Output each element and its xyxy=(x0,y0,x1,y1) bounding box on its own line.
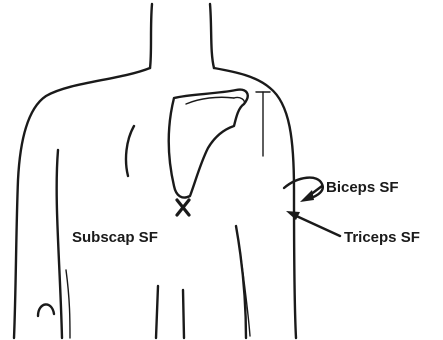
scapula-spine xyxy=(186,97,234,104)
scapula xyxy=(169,90,248,198)
triceps-arrow-line xyxy=(292,214,340,236)
subscap-marker xyxy=(177,200,189,215)
head-outline xyxy=(150,4,152,68)
triceps-label: Triceps SF xyxy=(344,229,420,246)
left-shoulder-outline xyxy=(14,68,150,338)
left-scapula-line xyxy=(126,126,134,176)
right-shoulder-outline xyxy=(214,68,296,338)
left-arm-line xyxy=(57,150,62,338)
hand-hook xyxy=(38,304,54,316)
scapula-acromion xyxy=(234,97,244,104)
spine-line-left xyxy=(156,286,158,338)
biceps-arrow-head xyxy=(300,190,314,202)
biceps-label: Biceps SF xyxy=(326,179,399,196)
head-outline-right xyxy=(210,4,214,68)
subscap-label: Subscap SF xyxy=(72,229,158,246)
left-forearm-line xyxy=(66,270,70,338)
spine-line-right xyxy=(183,290,184,338)
